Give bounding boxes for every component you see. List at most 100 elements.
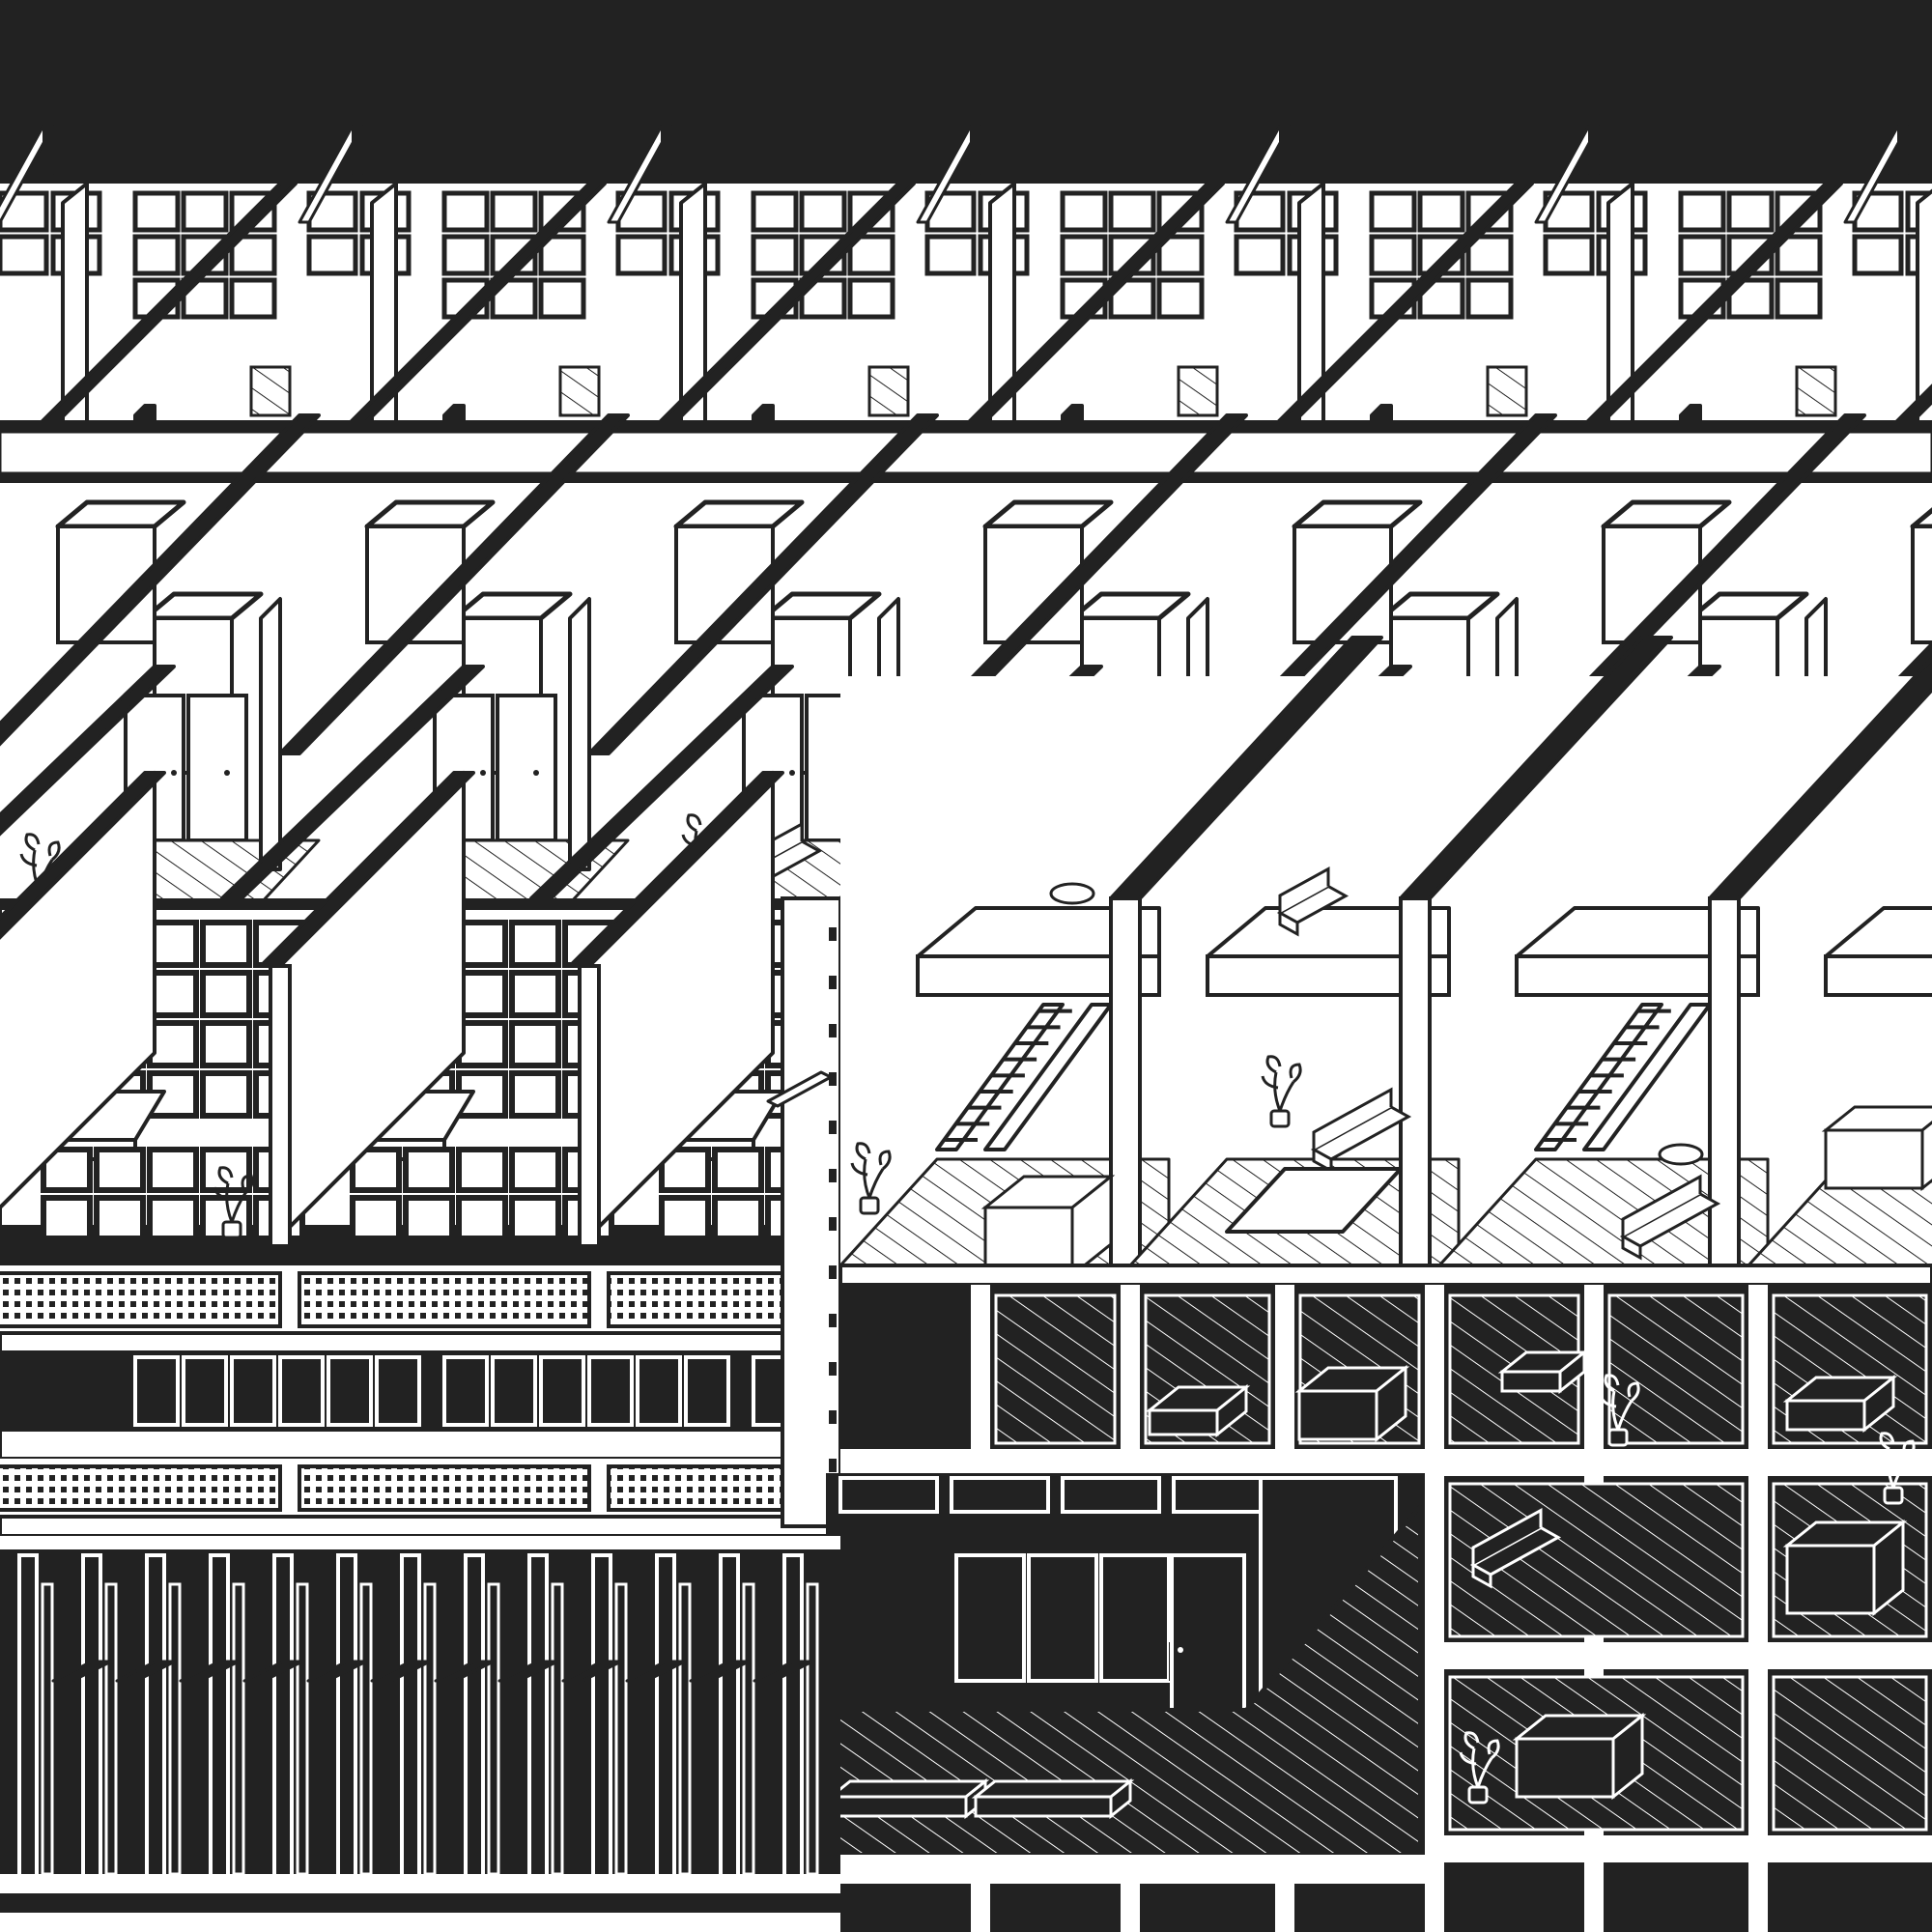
pilotis-column xyxy=(527,1553,549,1886)
pilotis-column xyxy=(272,1553,294,1886)
slab xyxy=(838,1264,1932,1287)
dark-room xyxy=(1607,1293,1745,1445)
pilotis-column xyxy=(145,1553,166,1886)
dark-window xyxy=(442,1355,489,1427)
column-shadow xyxy=(104,1582,118,1876)
sofa-icon xyxy=(1469,1507,1562,1589)
column-bracket xyxy=(434,1660,496,1683)
slab xyxy=(0,1536,840,1549)
sofa-icon xyxy=(1310,1087,1412,1174)
box-side xyxy=(1920,1121,1932,1192)
box-front xyxy=(1785,1399,1866,1432)
rear-window-pane xyxy=(1465,277,1514,320)
floor-patch xyxy=(1177,365,1219,417)
rear-window-pane xyxy=(1852,234,1904,276)
plant-pot xyxy=(1607,1428,1629,1447)
box-front xyxy=(1824,1128,1924,1190)
facade-window-pane xyxy=(350,1195,402,1241)
facade-window-pane xyxy=(200,920,252,968)
transom xyxy=(838,1476,939,1514)
slab xyxy=(0,1913,840,1932)
pilotis-column xyxy=(336,1553,357,1886)
bed xyxy=(1782,1374,1898,1434)
rear-window-pane xyxy=(1369,190,1417,233)
facade-window-pane xyxy=(509,920,561,968)
diagonal-beam xyxy=(0,665,176,837)
facade-window-pane xyxy=(147,1147,199,1193)
column-shadow xyxy=(742,1582,755,1876)
staircase xyxy=(935,1003,1113,1151)
box-front xyxy=(1297,1389,1378,1441)
rear-window-pane xyxy=(924,234,977,276)
bench xyxy=(971,1777,1135,1820)
side-wall xyxy=(568,597,591,871)
rear-roof-row xyxy=(0,124,1932,483)
box-front xyxy=(1515,1737,1615,1799)
facade-window-pane xyxy=(659,1195,711,1241)
rear-window-pane xyxy=(1417,277,1465,320)
facade-window-pane xyxy=(659,1147,711,1193)
facade-window-pane xyxy=(456,1195,508,1241)
box-side xyxy=(1070,1173,1113,1279)
glazing-panel xyxy=(1027,1553,1098,1683)
facade-window-pane xyxy=(509,1020,561,1068)
facade-window-pane xyxy=(41,1195,93,1241)
roof-fin-cap xyxy=(1588,125,1600,175)
facade-window-pane xyxy=(200,970,252,1018)
floor-patch xyxy=(558,365,601,417)
rear-window-pane xyxy=(538,234,586,276)
cabinet xyxy=(1294,1364,1410,1443)
edge-tick xyxy=(829,1072,837,1086)
sofa-arm xyxy=(1621,1234,1642,1261)
edge-tick xyxy=(829,1459,837,1472)
rear-window-pane xyxy=(1775,234,1823,276)
glazing-panel xyxy=(954,1553,1026,1683)
column-shadow xyxy=(359,1582,373,1876)
dark-window xyxy=(327,1355,373,1427)
dark-window xyxy=(230,1355,276,1427)
column-shadow xyxy=(806,1582,819,1876)
plant-icon xyxy=(1874,1432,1916,1505)
right-section-units xyxy=(838,636,1932,1287)
box-front xyxy=(829,1795,968,1818)
plant-stems xyxy=(1261,1055,1302,1112)
sofa-back xyxy=(1312,1087,1393,1150)
column-bracket xyxy=(179,1660,241,1683)
plant-pot xyxy=(221,1220,242,1239)
facade-edge xyxy=(781,896,842,1528)
door xyxy=(1170,1553,1246,1731)
plant-pot xyxy=(1269,1109,1291,1128)
pilotis-column xyxy=(782,1553,804,1886)
lightwell-top xyxy=(1910,507,1932,529)
column-bracket xyxy=(497,1660,559,1683)
rear-window-pane xyxy=(490,190,538,233)
column-bracket xyxy=(115,1660,177,1683)
column-bracket xyxy=(689,1660,751,1683)
edge-tick xyxy=(829,927,837,941)
bench xyxy=(826,1777,990,1820)
box-side xyxy=(1558,1349,1586,1395)
slab xyxy=(0,1874,840,1893)
column-shadow xyxy=(551,1582,564,1876)
plant-stems xyxy=(1599,1374,1640,1431)
pilotis-column xyxy=(591,1553,612,1886)
sofa-back xyxy=(1471,1507,1543,1565)
side-wall xyxy=(259,597,282,871)
fin-face xyxy=(269,964,292,1248)
plant-stems xyxy=(213,1166,254,1223)
rear-window-pane xyxy=(1060,190,1108,233)
rear-window-pane xyxy=(441,190,490,233)
dark-room xyxy=(1772,1675,1928,1832)
door xyxy=(496,694,557,842)
fin-face xyxy=(578,964,601,1248)
facade-window-pane xyxy=(200,1020,252,1068)
dark-window xyxy=(182,1355,228,1427)
sofa-icon xyxy=(1619,1174,1721,1261)
column xyxy=(1748,1285,1768,1932)
facade-window-pane xyxy=(456,1147,508,1193)
plant-icon xyxy=(1459,1731,1500,1804)
plant-pot xyxy=(1467,1785,1489,1804)
pilotis-column xyxy=(17,1553,39,1886)
slab xyxy=(0,1428,842,1461)
dark-room xyxy=(994,1293,1117,1445)
